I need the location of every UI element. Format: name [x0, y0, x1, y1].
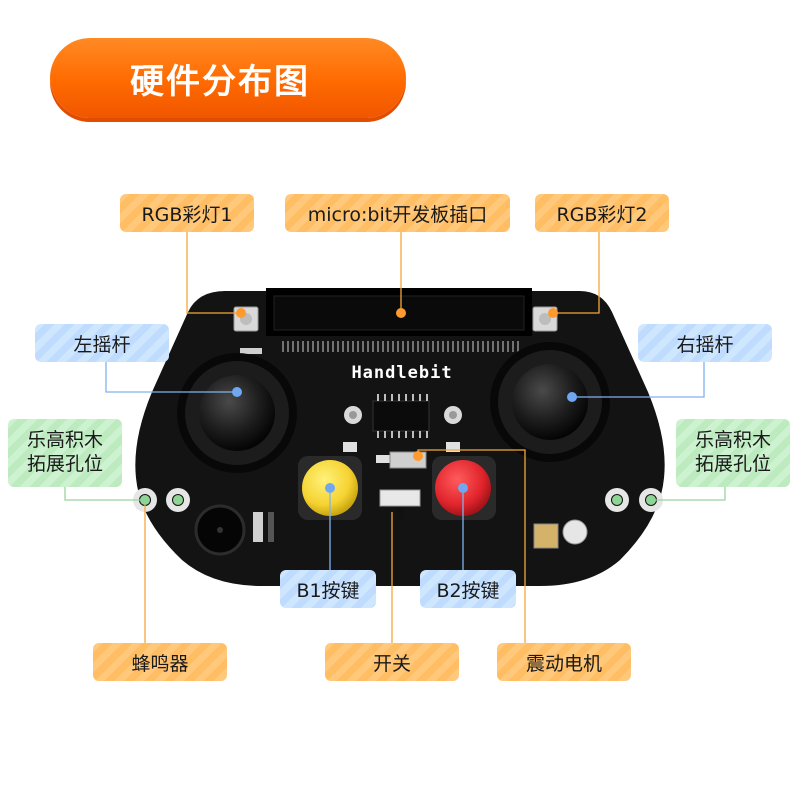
microbit-slot-pins [282, 341, 519, 352]
label-vibration-motor: 震动电机 [497, 643, 631, 681]
label-lego-holes-right: 乐高积木 拓展孔位 [676, 419, 790, 487]
leader-dots [140, 308, 656, 505]
label-rgb-led-2: RGB彩灯2 [535, 194, 669, 232]
label-b1-button: B1按键 [280, 570, 376, 608]
label-right-joystick: 右摇杆 [638, 324, 772, 362]
label-lego-holes-left: 乐高积木 拓展孔位 [8, 419, 122, 487]
green-leaders [64, 487, 726, 501]
label-b2-button: B2按键 [420, 570, 516, 608]
title-banner: 硬件分布图 [50, 38, 406, 118]
label-buzzer: 蜂鸣器 [93, 643, 227, 681]
page-title: 硬件分布图 [130, 61, 310, 102]
label-lego-left-line2: 拓展孔位 [26, 453, 103, 475]
right-joystick [512, 364, 588, 440]
blue-leaders [105, 362, 705, 572]
label-lego-left-line1: 乐高积木 [26, 429, 103, 452]
brand-text: Handlebit [351, 363, 452, 383]
label-lego-right-line2: 拓展孔位 [694, 453, 771, 475]
ic-chip [372, 400, 430, 432]
orange-leaders [144, 232, 600, 643]
power-switch [379, 489, 421, 507]
label-switch: 开关 [325, 643, 459, 681]
label-lego-right-line1: 乐高积木 [694, 429, 771, 452]
left-joystick [199, 375, 275, 451]
label-left-joystick: 左摇杆 [35, 324, 169, 362]
label-microbit-slot: micro:bit开发板插口 [285, 194, 510, 232]
label-rgb-led-1: RGB彩灯1 [120, 194, 254, 232]
